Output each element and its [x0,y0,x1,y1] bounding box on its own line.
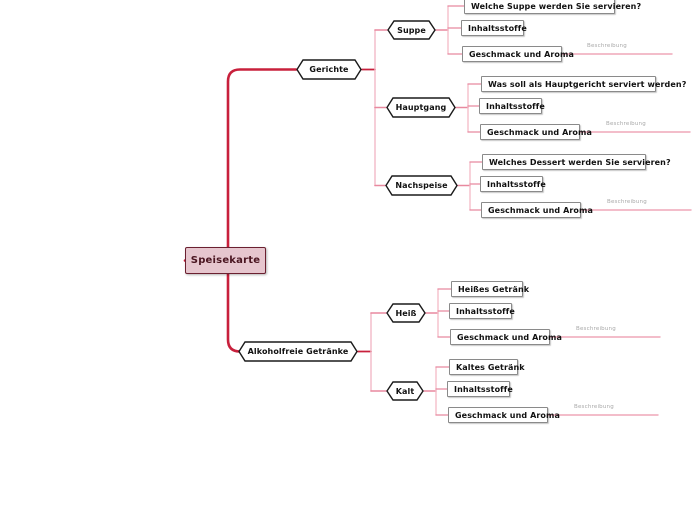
sub-node-label: Kalt [395,386,415,396]
sub-node-label: Nachspeise [395,181,448,190]
description-label: Beschreibung [607,199,647,205]
leaf-node-label: Inhaltsstoffe [487,179,546,189]
sub-node-label: Heiß [395,308,417,318]
branch-node-alkoholfreie-getraenke[interactable]: Alkoholfreie Getränke [238,341,358,362]
leaf-node-inhaltsstoffe[interactable]: Inhaltsstoffe [479,98,545,114]
leaf-node-inhaltsstoffe[interactable]: Inhaltsstoffe [461,20,527,36]
sub-node-kalt[interactable]: Kalt [386,381,424,401]
sub-node-hauptgang[interactable]: Hauptgang [386,97,456,118]
leaf-node-heisses-getraenk[interactable]: Heißes Getränk [451,281,529,297]
leaf-node-geschmack-und-aroma[interactable]: Geschmack und Aroma [448,407,560,423]
root-node-speisekarte[interactable]: Speisekarte [185,247,266,274]
sub-node-suppe[interactable]: Suppe [387,20,436,40]
leaf-node-label: Heißes Getränk [458,284,530,294]
leaf-node-welches-dessert-werden-sie-servieren[interactable]: Welches Dessert werden Sie servieren? [482,154,671,170]
sub-node-label: Hauptgang [395,103,447,112]
leaf-node-label: Geschmack und Aroma [457,332,562,342]
leaf-node-inhaltsstoffe[interactable]: Inhaltsstoffe [480,176,546,192]
leaf-node-label: Inhaltsstoffe [468,23,527,33]
branch-node-gerichte[interactable]: Gerichte [296,59,362,80]
leaf-node-geschmack-und-aroma[interactable]: Geschmack und Aroma [462,46,574,62]
leaf-node-was-soll-als-hauptgericht-serviert-werden[interactable]: Was soll als Hauptgericht serviert werde… [481,76,686,92]
description-label: Beschreibung [574,404,614,410]
description-label: Beschreibung [576,326,616,332]
leaf-node-inhaltsstoffe[interactable]: Inhaltsstoffe [449,303,515,319]
branch-node-label: Alkoholfreie Getränke [247,347,349,356]
description-label: Beschreibung [606,121,646,127]
leaf-node-label: Welche Suppe werden Sie servieren? [471,1,642,11]
leaf-node-label: Geschmack und Aroma [487,127,592,137]
leaf-node-label: Inhaltsstoffe [456,306,515,316]
leaf-node-geschmack-und-aroma[interactable]: Geschmack und Aroma [481,202,593,218]
leaf-node-label: Kaltes Getränk [456,362,525,372]
sub-node-heiss[interactable]: Heiß [386,303,426,323]
leaf-node-geschmack-und-aroma[interactable]: Geschmack und Aroma [450,329,562,345]
sub-node-label: Suppe [397,25,426,35]
leaf-node-inhaltsstoffe[interactable]: Inhaltsstoffe [447,381,513,397]
root-node-label: Speisekarte [190,255,261,266]
leaf-node-kaltes-getraenk[interactable]: Kaltes Getränk [449,359,525,375]
leaf-node-label: Inhaltsstoffe [454,384,513,394]
leaf-node-label: Geschmack und Aroma [488,205,593,215]
description-label: Beschreibung [587,43,627,49]
leaf-node-label: Geschmack und Aroma [455,410,560,420]
branch-node-label: Gerichte [309,65,349,74]
leaf-node-label: Welches Dessert werden Sie servieren? [489,157,671,167]
leaf-node-welche-suppe-werden-sie-servieren[interactable]: Welche Suppe werden Sie servieren? [464,0,641,14]
leaf-node-label: Inhaltsstoffe [486,101,545,111]
sub-node-nachspeise[interactable]: Nachspeise [385,175,458,196]
leaf-node-label: Geschmack und Aroma [469,49,574,59]
leaf-node-geschmack-und-aroma[interactable]: Geschmack und Aroma [480,124,592,140]
leaf-node-label: Was soll als Hauptgericht serviert werde… [488,79,687,89]
